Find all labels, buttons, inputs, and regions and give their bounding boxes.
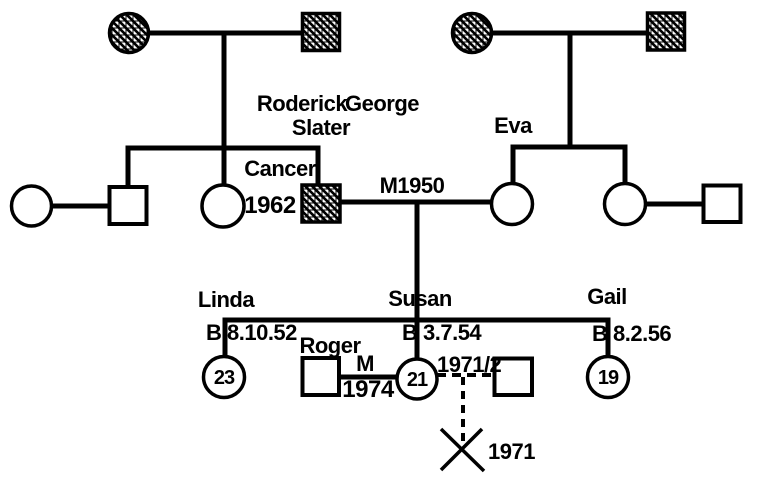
roderick-first-name-label: Roderick bbox=[257, 91, 348, 116]
pregnancy-loss-x-stroke-2 bbox=[439, 427, 484, 472]
roderick-condition-year-label: 1962 bbox=[244, 192, 296, 219]
gail-age-label: 19 bbox=[598, 367, 619, 389]
roderick-symbol bbox=[300, 183, 342, 224]
marriage-1950-label: M1950 bbox=[380, 173, 445, 198]
gen1-left-male-symbol bbox=[300, 11, 342, 53]
linda-symbol bbox=[201, 354, 247, 400]
roderick-surname-label: Slater bbox=[292, 115, 351, 140]
gen2-right-spouse-male-symbol bbox=[701, 183, 743, 224]
pregnancy-loss-year-label: 1971 bbox=[488, 439, 535, 464]
susan-name-label: Susan bbox=[388, 286, 452, 311]
gen2-right-female-symbol bbox=[602, 181, 648, 227]
gen1-right-female-symbol bbox=[450, 11, 494, 55]
line-work bbox=[50, 30, 705, 473]
gail-symbol bbox=[585, 354, 631, 400]
roger-symbol bbox=[300, 356, 341, 397]
roderick-middle-name-label: George bbox=[345, 91, 419, 116]
linda-age-label: 23 bbox=[214, 367, 235, 389]
susan-age-label: 21 bbox=[407, 369, 428, 391]
susan-symbol bbox=[395, 357, 439, 401]
gen2-left-male-symbol bbox=[107, 185, 149, 226]
roger-marriage-year-label: 1974 bbox=[342, 376, 395, 403]
roderick-condition-label: Cancer bbox=[244, 156, 317, 181]
susan-former-partner-symbol bbox=[492, 356, 534, 397]
gen1-left-female-symbol bbox=[107, 11, 151, 55]
gail-birth-label: B 8.2.56 bbox=[592, 321, 671, 346]
eva-symbol bbox=[489, 181, 535, 227]
linda-birth-label: B 8.10.52 bbox=[206, 320, 297, 345]
eva-name-label: Eva bbox=[494, 113, 533, 138]
linda-name-label: Linda bbox=[198, 287, 255, 312]
roger-name-label: Roger bbox=[299, 333, 361, 358]
susan-birth-label: B 3.7.54 bbox=[402, 320, 482, 345]
person-symbols bbox=[9, 11, 743, 401]
gail-name-label: Gail bbox=[587, 284, 627, 309]
susan-former-union-period-label: 1971/2 bbox=[437, 352, 502, 377]
gen2-left-spouse-female-symbol bbox=[9, 184, 54, 228]
gen1-right-male-symbol bbox=[645, 11, 687, 52]
roger-marriage-prefix-label: M bbox=[356, 351, 374, 376]
labels: Roderick George Slater Cancer 1962 M1950… bbox=[198, 91, 672, 464]
gen2-left-female-symbol bbox=[200, 183, 246, 229]
